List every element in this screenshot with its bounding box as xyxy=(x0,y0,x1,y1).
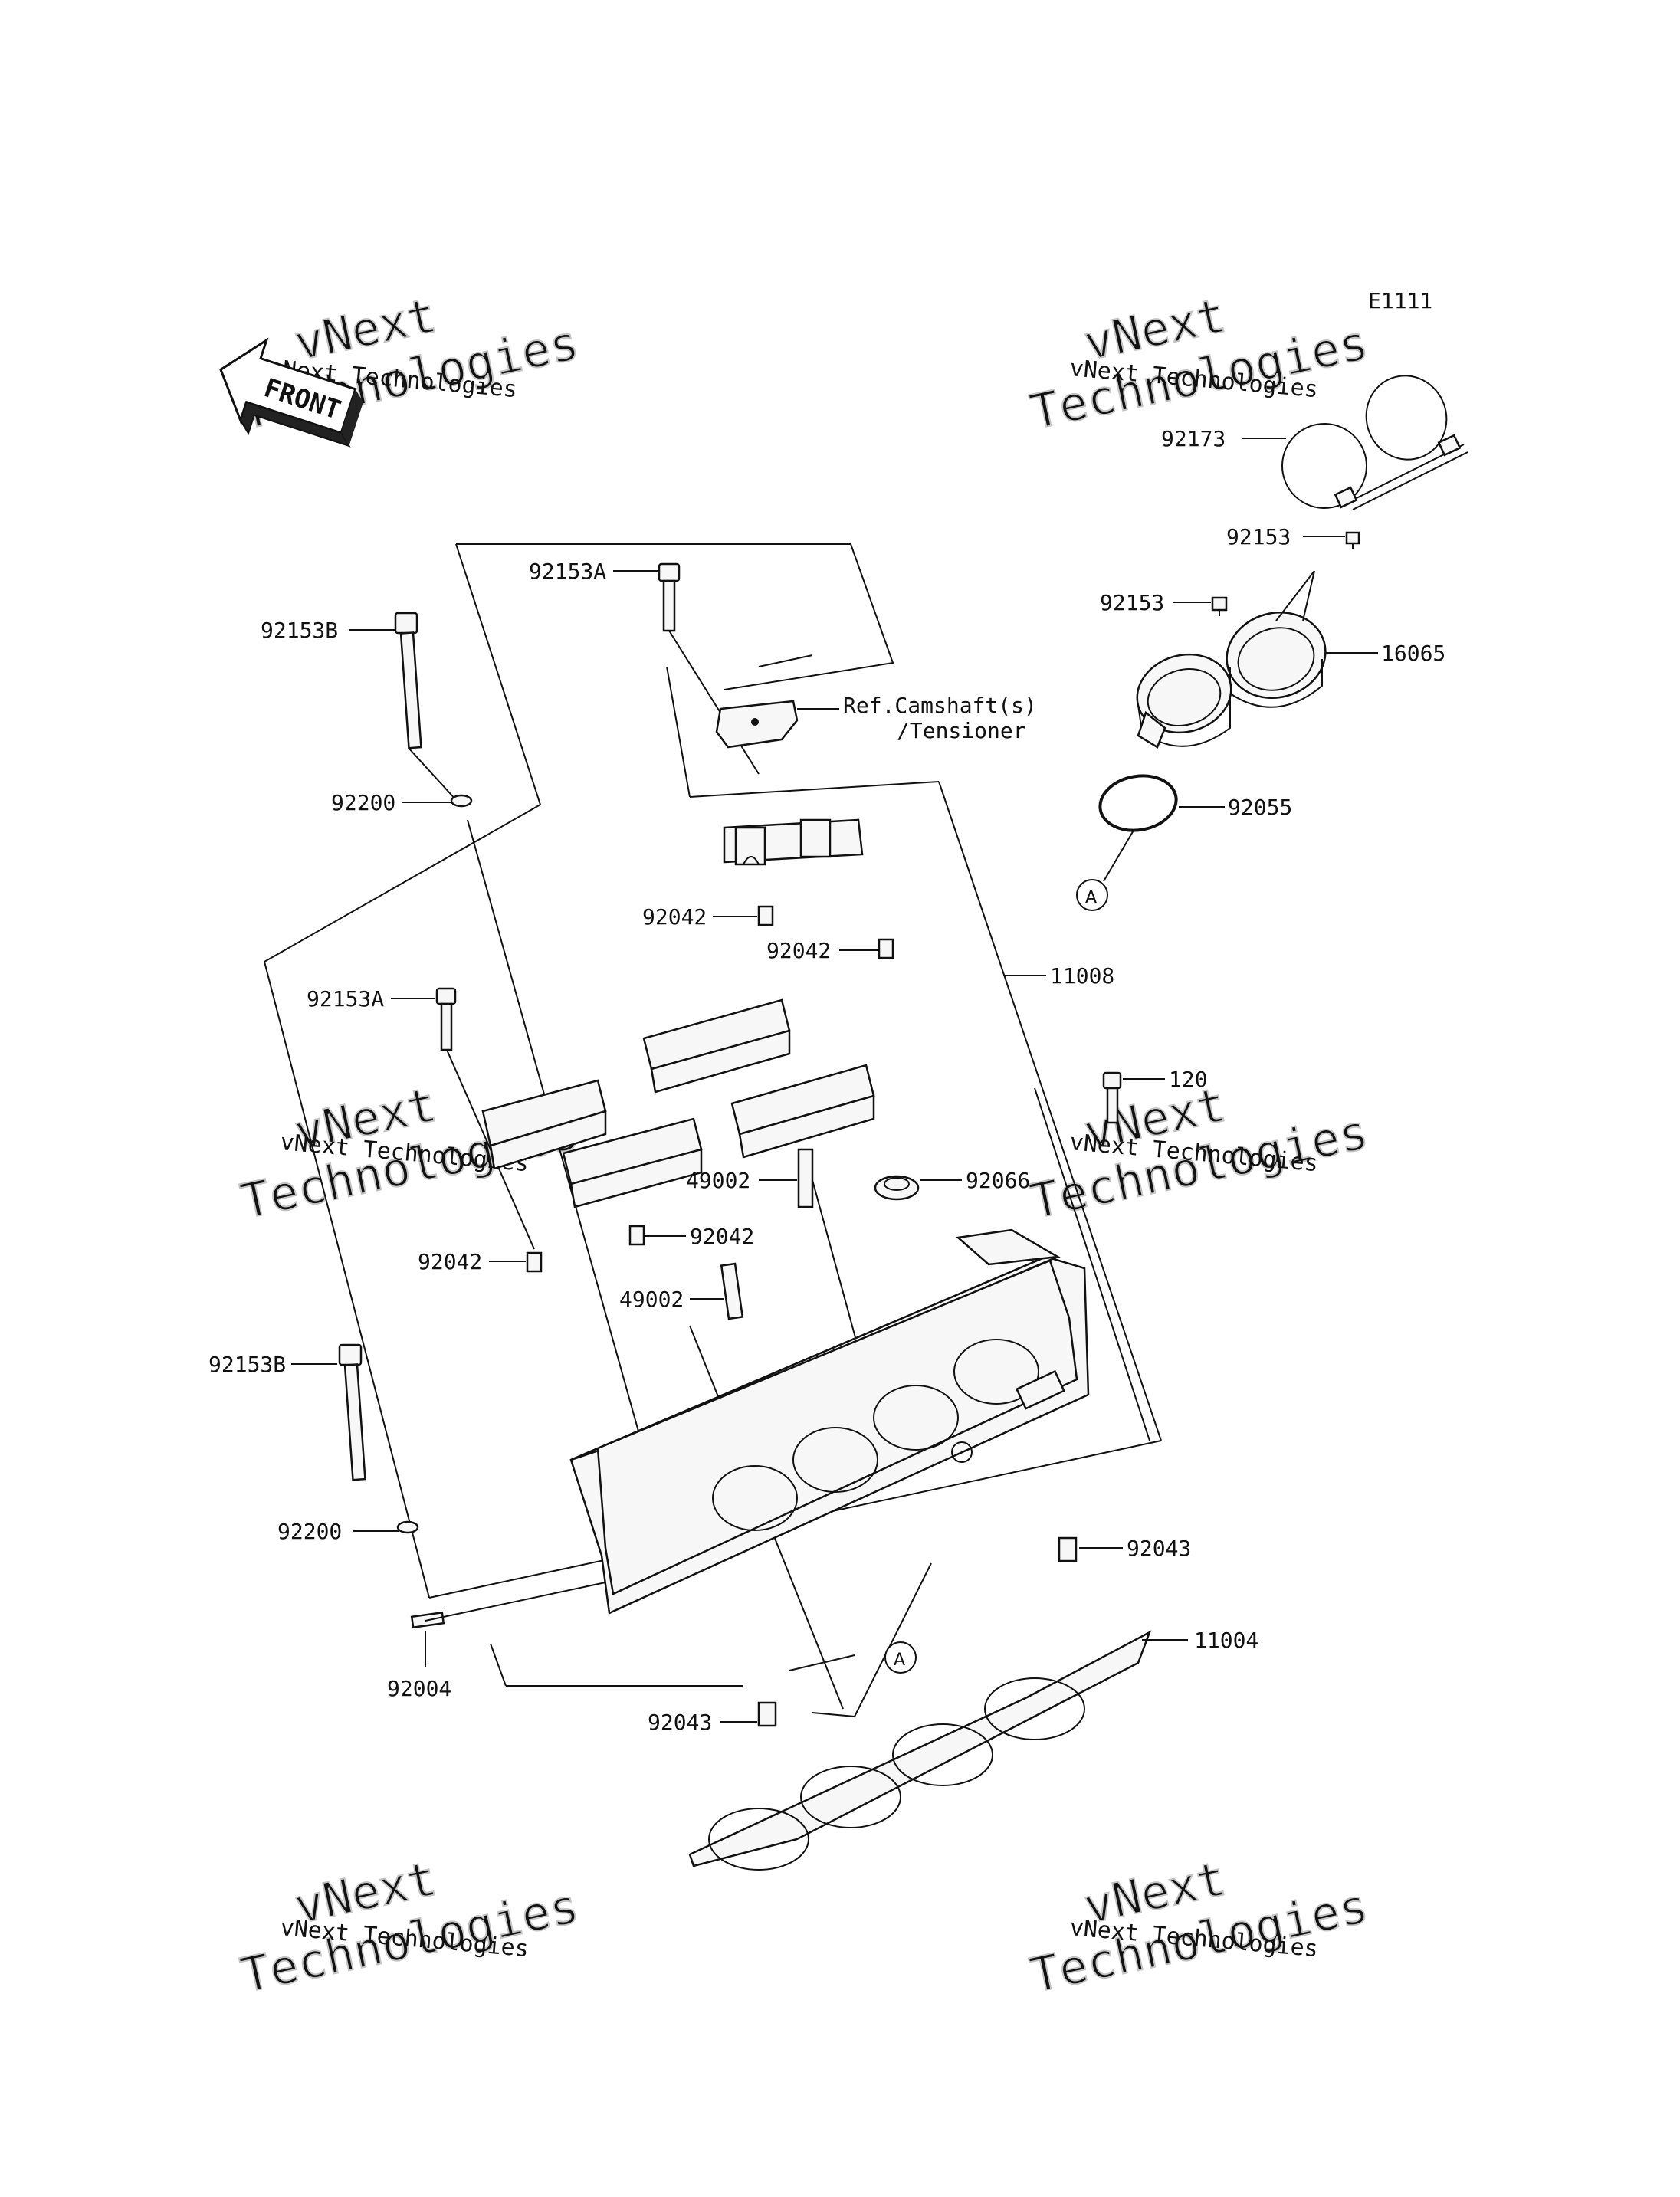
camshaft-plate xyxy=(715,700,799,749)
screw-92153-b xyxy=(1211,596,1228,616)
label-11004: 11004 xyxy=(1194,1628,1258,1653)
svg-text:A: A xyxy=(894,1651,905,1670)
ref-note-line2: /Tensioner xyxy=(897,718,1026,743)
label-92043-right: 92043 xyxy=(1127,1536,1191,1561)
screw-92153-a xyxy=(1345,531,1360,549)
dowel-pin-92042-b xyxy=(878,938,894,959)
label-92004: 92004 xyxy=(387,1676,451,1701)
label-92173: 92173 xyxy=(1161,426,1226,451)
washer-92200-bot xyxy=(396,1520,419,1534)
dowel-pin-92043-bot xyxy=(757,1701,777,1727)
o-ring-92055 xyxy=(1098,774,1178,832)
label-92042-c: 92042 xyxy=(690,1224,754,1249)
label-92153A-top: 92153A xyxy=(529,559,606,584)
holder-16065 xyxy=(1136,612,1327,749)
camshaft-cap-center-a xyxy=(562,1117,703,1208)
clamp-92173 xyxy=(1281,375,1468,510)
label-92153-mid: 92153 xyxy=(1100,590,1164,615)
label-11008: 11008 xyxy=(1050,963,1114,989)
label-92055: 92055 xyxy=(1228,795,1292,820)
label-92153B-top: 92153B xyxy=(261,618,338,643)
label-92042-d: 92042 xyxy=(418,1249,482,1274)
valve-guide-49002-b xyxy=(720,1262,744,1320)
watermark-bottom-left: vNext Technologies vNext Technologies xyxy=(235,1849,584,2004)
front-arrow-icon: FRONT xyxy=(219,337,363,448)
bolt-92153A-top xyxy=(658,562,760,775)
camshaft-cap-top-pair xyxy=(723,818,864,866)
circle-marker-a-top: A xyxy=(1076,879,1108,911)
washer-92200-top xyxy=(450,794,473,808)
dowel-pin-92042-c xyxy=(628,1225,645,1246)
camshaft-cap-center-b xyxy=(642,998,791,1094)
dowel-pin-92042-d xyxy=(526,1251,543,1273)
watermark-top-right: vNext Technologies vNext Technologies xyxy=(1025,286,1373,441)
cylinder-head-11008 xyxy=(569,1228,1090,1615)
callout-leaders xyxy=(291,438,1378,1723)
label-92200-top: 92200 xyxy=(331,790,395,815)
svg-text:A: A xyxy=(1085,888,1097,907)
label-92200-bot: 92200 xyxy=(277,1519,342,1544)
callout-labels: 92173 92153 92153 16065 92055 92153A 921… xyxy=(208,426,1445,1735)
bolt-92153B-top xyxy=(394,612,458,802)
circle-marker-a-bottom: A xyxy=(884,1641,917,1674)
label-92153-top: 92153 xyxy=(1226,524,1291,549)
label-92066: 92066 xyxy=(966,1168,1030,1193)
camshaft-cap-left xyxy=(481,1079,607,1170)
label-92042-b: 92042 xyxy=(766,938,831,963)
plug-92066 xyxy=(874,1175,920,1201)
dowel-pin-92042-a xyxy=(757,905,774,926)
leader-a-top xyxy=(1103,828,1135,882)
bolt-120 xyxy=(1102,1071,1122,1124)
label-92043-bot: 92043 xyxy=(648,1710,712,1735)
watermark-bottom-right: vNext Technologies vNext Technologies xyxy=(1025,1849,1373,2004)
camshaft-cap-right xyxy=(730,1064,875,1159)
label-92042-a: 92042 xyxy=(642,904,707,930)
label-16065: 16065 xyxy=(1381,641,1445,666)
dowel-pin-92043-right xyxy=(1058,1536,1078,1562)
frame-lines xyxy=(264,543,1162,1717)
label-120: 120 xyxy=(1169,1067,1208,1092)
watermark-mid-right: vNext Technologies vNext Technologies xyxy=(1025,1075,1373,1230)
label-49002-a: 49002 xyxy=(686,1168,750,1193)
bolt-92153B-bot xyxy=(338,1343,366,1481)
label-92153B-bot: 92153B xyxy=(208,1352,286,1377)
head-gasket-11004 xyxy=(688,1630,1152,1871)
valve-guide-49002-a xyxy=(797,1148,814,1208)
diagram-code: E1111 xyxy=(1368,288,1432,313)
label-49002-b: 49002 xyxy=(619,1287,684,1312)
label-92153A-mid: 92153A xyxy=(307,986,384,1012)
ref-note-line1: Ref.Camshaft(s) xyxy=(843,693,1037,718)
